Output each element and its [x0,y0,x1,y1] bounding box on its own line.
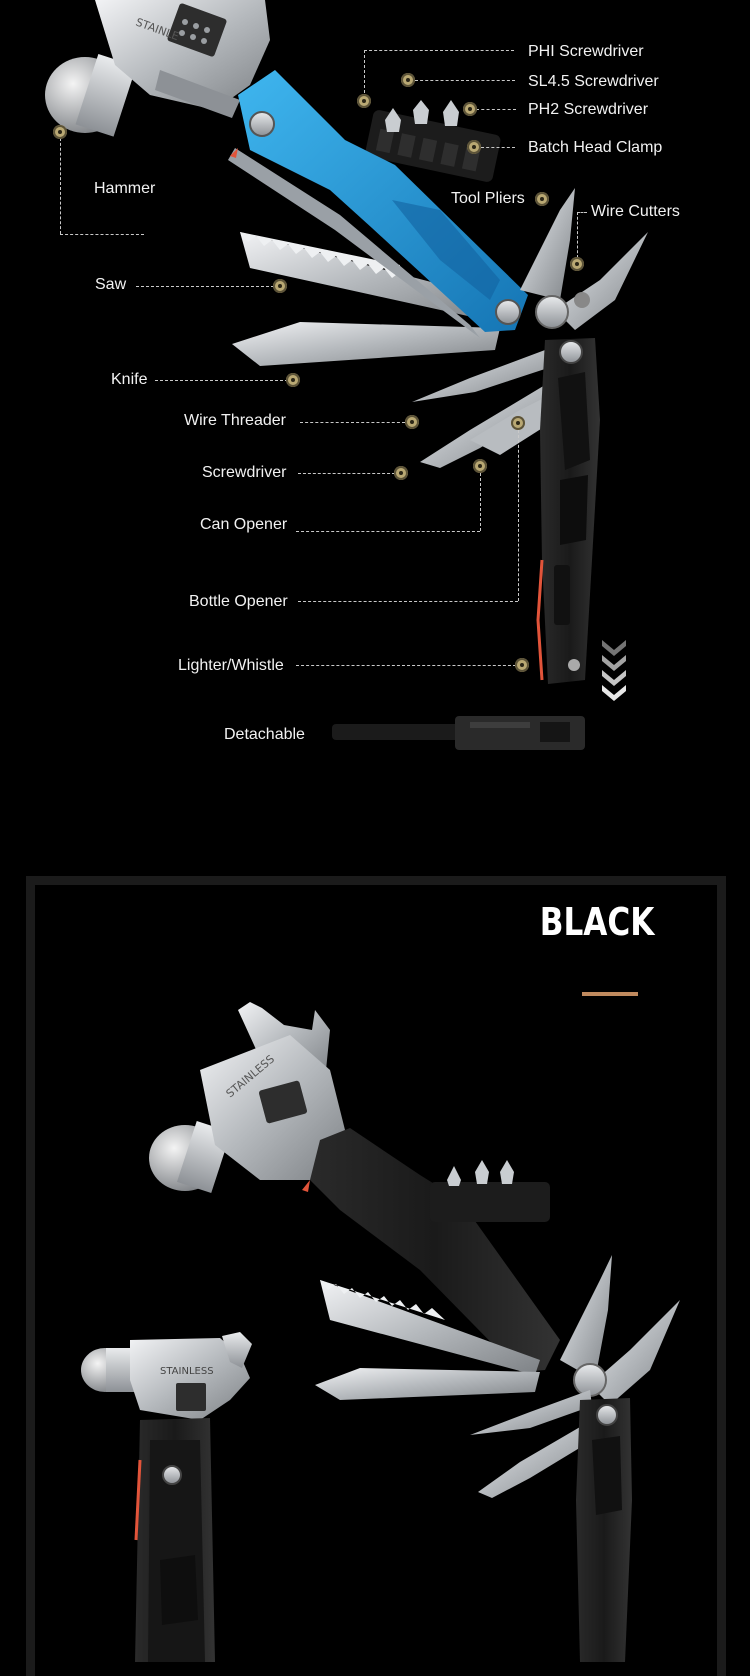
label-batch-head-clamp: Batch Head Clamp [528,139,663,156]
leader-batch [481,147,515,148]
black-lower-handle [536,338,600,684]
triple-chevron-down-icon [602,640,626,701]
label-lighter-whistle: Lighter/Whistle [178,657,284,674]
label-phi-screwdriver: PHI Screwdriver [528,43,644,60]
leader-cutters-v [577,212,578,258]
label-screwdriver: Screwdriver [202,464,287,481]
leader-saw [136,286,274,287]
leader-cutters [577,212,587,213]
pliers-jaws [520,188,648,330]
callout-dot-pliers [535,192,549,206]
label-wire-cutters: Wire Cutters [591,203,680,220]
hammer-head: STAINLE [45,0,270,137]
label-detachable: Detachable [224,726,305,743]
knife-blade [232,322,500,366]
callout-dot-ph2 [463,102,477,116]
leader-phi-v [364,50,365,98]
leader-knife [155,380,288,381]
label-wire-threader: Wire Threader [184,412,286,429]
label-sl45-screwdriver: SL4.5 Screwdriver [528,73,659,90]
callout-dot-batch [467,140,481,154]
callout-dot-saw [273,279,287,293]
color-variant-panel [26,876,726,1676]
callout-dot-bottle [511,416,525,430]
leader-phi [364,50,514,51]
leader-bottle-v [518,430,519,601]
wire-threader-blade [412,350,548,402]
title-underline [582,992,638,996]
leader-lighter [296,665,516,666]
leader-bottle [298,601,518,602]
detachable-lighter [332,716,585,750]
leader-screwdriver [298,473,395,474]
color-variant-title: BLACK [539,900,655,944]
callout-dot-threader [405,415,419,429]
blue-handle [228,70,528,338]
callout-dot-hammer [53,125,67,139]
callout-dot-screwdriver [394,466,408,480]
batch-head-clamp [365,100,501,182]
screwdriver-blade [420,382,555,468]
callout-dot-can [473,459,487,473]
leader-sl45 [415,80,515,81]
multitool-illustration: STAINLE [45,0,648,750]
label-bottle-opener: Bottle Opener [189,593,288,610]
callout-dot-lighter [515,658,529,672]
label-knife: Knife [111,371,148,388]
label-can-opener: Can Opener [200,516,288,533]
callout-dot-phi [357,94,371,108]
leader-hammer [60,234,144,235]
leader-can-v [480,473,481,531]
callout-dot-sl45 [401,73,415,87]
label-saw: Saw [95,276,127,293]
leader-hammer-v [60,138,61,234]
label-tool-pliers: Tool Pliers [451,190,525,207]
leader-ph2 [476,109,516,110]
label-ph2-screwdriver: PH2 Screwdriver [528,101,649,118]
callout-dot-knife [286,373,300,387]
leader-threader [300,422,405,423]
leader-can [296,531,480,532]
callout-dot-cutters [570,257,584,271]
label-hammer: Hammer [94,180,156,197]
